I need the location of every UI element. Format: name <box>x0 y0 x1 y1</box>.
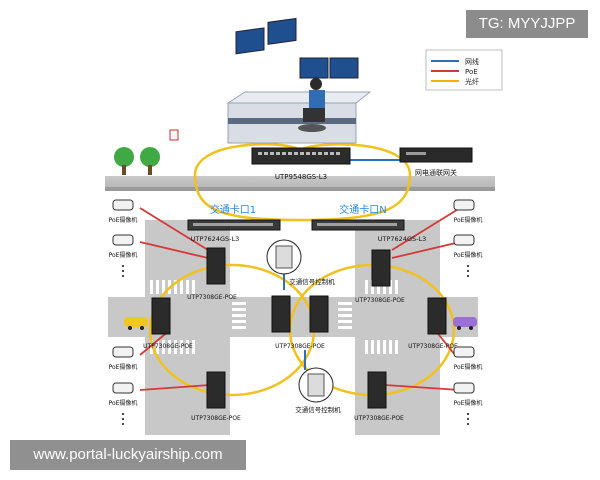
legend-item-poe: PoE <box>465 68 478 76</box>
access-switch-label: UTP7308GE-POE <box>143 343 193 350</box>
aggregation-switch-left <box>187 219 281 231</box>
legend-item-fiber: 光纤 <box>465 77 479 86</box>
poe-links <box>139 207 461 391</box>
aggregation-switch-left-label: UTP7624GS-L3 <box>191 235 239 243</box>
access-switch-label: UTP7308GE-POE <box>354 415 404 422</box>
poe-camera-label: PoE摄像机 <box>109 399 138 407</box>
legend: 网线 PoE 光纤 <box>425 49 503 91</box>
access-switch-label: UTP7308GE-POE <box>187 294 237 301</box>
watermark-bottom: www.portal-luckyairship.com <box>10 440 246 470</box>
poe-camera-label: PoE摄像机 <box>454 216 483 224</box>
watermark-top: TG: MYYJJPP <box>466 10 588 38</box>
car-purple <box>453 317 477 330</box>
monitoring-workstation <box>169 17 372 144</box>
poe-camera-label: PoE摄像机 <box>109 363 138 371</box>
access-switch-label: UTP7308GE-POE <box>355 297 405 304</box>
checkpoint-1-title: 交通卡口1 <box>210 203 256 216</box>
checkpoint-n-title: 交通卡口N <box>339 203 386 216</box>
access-switches <box>151 247 447 409</box>
gateway-label: 网电通联网关 <box>415 168 457 177</box>
poe-cameras <box>112 199 475 394</box>
trees-decoration <box>114 147 160 175</box>
poe-camera-label: PoE摄像机 <box>454 251 483 259</box>
core-switch <box>251 147 351 165</box>
access-switch-label: UTP7308GE-POE <box>191 415 241 422</box>
signal-controller-label: 交通信号控制机 <box>289 277 335 286</box>
signal-controller-bottom <box>298 367 334 403</box>
aggregation-switch-right <box>311 219 405 231</box>
access-switch-label: UTP7308GE-POE <box>408 343 458 350</box>
poe-camera-label: PoE摄像机 <box>109 216 138 224</box>
access-switch-label: UTP7308GE-POE <box>275 343 325 350</box>
aggregation-switch-right-label: UTP7624GS-L3 <box>378 235 426 243</box>
poe-camera-label: PoE摄像机 <box>454 399 483 407</box>
signal-controller-top <box>266 239 302 275</box>
core-switch-label: UTP9548GS-L3 <box>275 173 327 181</box>
signal-controller-label: 交通信号控制机 <box>295 405 341 414</box>
continuation-dots <box>122 265 469 425</box>
poe-camera-label: PoE摄像机 <box>109 251 138 259</box>
poe-camera-label: PoE摄像机 <box>454 363 483 371</box>
legend-item-ethernet: 网线 <box>465 57 479 66</box>
gateway-device <box>399 147 473 163</box>
car-yellow <box>124 317 148 330</box>
